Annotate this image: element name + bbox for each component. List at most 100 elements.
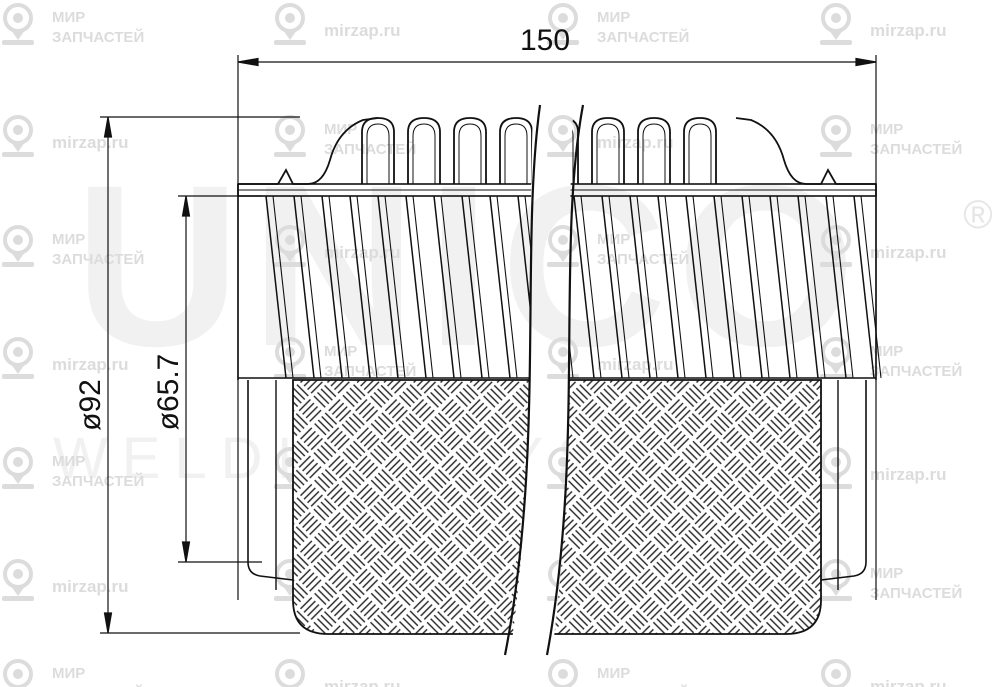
- interlock-strip-edge: [720, 195, 742, 379]
- watermark-tile: mirzap.ru: [821, 659, 947, 687]
- pin-dot: [13, 235, 23, 245]
- location-pin-icon: [274, 3, 306, 45]
- pin-dot: [285, 235, 295, 245]
- pin-base: [547, 40, 579, 45]
- pin-dot: [831, 235, 841, 245]
- pin-dot: [13, 457, 23, 467]
- pin-base: [2, 374, 34, 379]
- pin-dot: [13, 569, 23, 579]
- pin-base: [820, 152, 852, 157]
- location-pin-icon: [547, 3, 579, 45]
- interlock-strip-edge: [860, 195, 882, 379]
- watermark-site: mirzap.ru: [324, 21, 401, 40]
- watermark-site: mirzap.ru: [870, 465, 947, 484]
- interlock-strip: [573, 195, 595, 379]
- outer-profile-right-end: [735, 117, 876, 185]
- pin-dot: [831, 669, 841, 679]
- dim-length-arrow-left: [237, 57, 259, 67]
- location-pin-icon: [547, 115, 579, 157]
- interlock-strip: [741, 195, 763, 379]
- pin-base: [547, 152, 579, 157]
- pin-tip: [11, 30, 25, 40]
- location-pin-icon: [3, 659, 33, 687]
- watermark-site: mirzap.ru: [870, 21, 947, 40]
- interlock-strip-edge: [608, 195, 630, 379]
- watermark-brand-line1: МИР: [597, 9, 630, 26]
- location-pin-icon: [821, 659, 851, 687]
- pin-base: [274, 40, 306, 45]
- convolution-loop-inner: [366, 123, 390, 184]
- interlock-strip-edge: [636, 195, 658, 379]
- dim-length-arrow-right: [855, 57, 877, 67]
- pin-base: [2, 152, 34, 157]
- watermark-brand-line1: МИР: [870, 121, 903, 138]
- convolution-loop-inner: [504, 123, 528, 184]
- pin-base: [820, 40, 852, 45]
- pin-tip: [11, 142, 25, 152]
- pin-tip: [829, 364, 843, 374]
- watermark-site: mirzap.ru: [870, 243, 947, 262]
- watermark-site: mirzap.ru: [52, 355, 129, 374]
- pin-base: [820, 596, 852, 601]
- interlock-strip: [601, 195, 623, 379]
- pin-dot: [13, 347, 23, 357]
- braid-sleeve: [292, 379, 540, 635]
- convolution-loop: [683, 117, 717, 184]
- interlock-strip: [405, 195, 427, 379]
- interlock-strip-edge: [496, 195, 518, 379]
- location-pin-icon: [547, 337, 579, 379]
- watermark-brand-line2: ЗАПЧАСТЕЙ: [324, 362, 416, 380]
- pin-tip: [283, 30, 297, 40]
- pin-base: [2, 262, 34, 267]
- interlock-strip-edge: [776, 195, 798, 379]
- pin-dot: [558, 457, 568, 467]
- pin-tip: [556, 30, 570, 40]
- pin-base: [274, 152, 306, 157]
- interlock-strip-edge: [328, 195, 350, 379]
- pin-tip: [556, 364, 570, 374]
- interlock-strip: [797, 195, 819, 379]
- break-line-right: [545, 104, 585, 656]
- dim-id-label: ø65.7: [152, 354, 185, 431]
- watermark-brand-line2: ЗАПЧАСТЕЙ: [597, 250, 689, 268]
- interlock-strip-edge: [384, 195, 406, 379]
- interlock-strip: [825, 195, 847, 379]
- interlock-strip: [349, 195, 371, 379]
- watermark-brand-line2: ЗАПЧАСТЕЙ: [52, 28, 144, 46]
- pin-dot: [831, 13, 841, 23]
- watermark-brand-line2: ЗАПЧАСТЕЙ: [52, 472, 144, 490]
- interlock-strip: [853, 195, 875, 379]
- watermark-brand-line2: ЗАПЧАСТЕЙ: [597, 28, 689, 46]
- pin-base: [820, 262, 852, 267]
- pin-tip: [829, 142, 843, 152]
- interlock-strip-edge: [272, 195, 294, 379]
- watermark-site: mirzap.ru: [870, 677, 947, 687]
- pin-tip: [283, 252, 297, 262]
- pin-base: [274, 262, 306, 267]
- location-pin-icon: [274, 115, 306, 157]
- pin-base: [2, 596, 34, 601]
- watermark-site: mirzap.ru: [597, 133, 674, 152]
- convolution-loop-inner: [688, 123, 712, 184]
- convolution-loop-inner: [596, 123, 620, 184]
- watermark-tile: mirzap.ru: [274, 3, 401, 45]
- pin-base: [547, 262, 579, 267]
- interlock-strip-edge: [804, 195, 826, 379]
- interlock-strip: [489, 195, 511, 379]
- interlock-strip: [377, 195, 399, 379]
- pin-ring: [821, 659, 851, 687]
- pin-dot: [558, 235, 568, 245]
- dim-length-label: 150: [520, 24, 570, 57]
- dim-od-label: ø92: [74, 379, 107, 431]
- location-pin-icon: [820, 115, 852, 157]
- interlock-strip-edge: [356, 195, 378, 379]
- watermark-tile: mirzap.ru: [2, 559, 129, 601]
- watermark-registered-mark: ®: [963, 193, 992, 237]
- pin-dot: [13, 125, 23, 135]
- convolution-loop: [453, 117, 487, 184]
- interlock-strip: [433, 195, 455, 379]
- pin-dot: [558, 13, 568, 23]
- watermark-site: mirzap.ru: [52, 133, 129, 152]
- interlock-strip: [265, 195, 287, 379]
